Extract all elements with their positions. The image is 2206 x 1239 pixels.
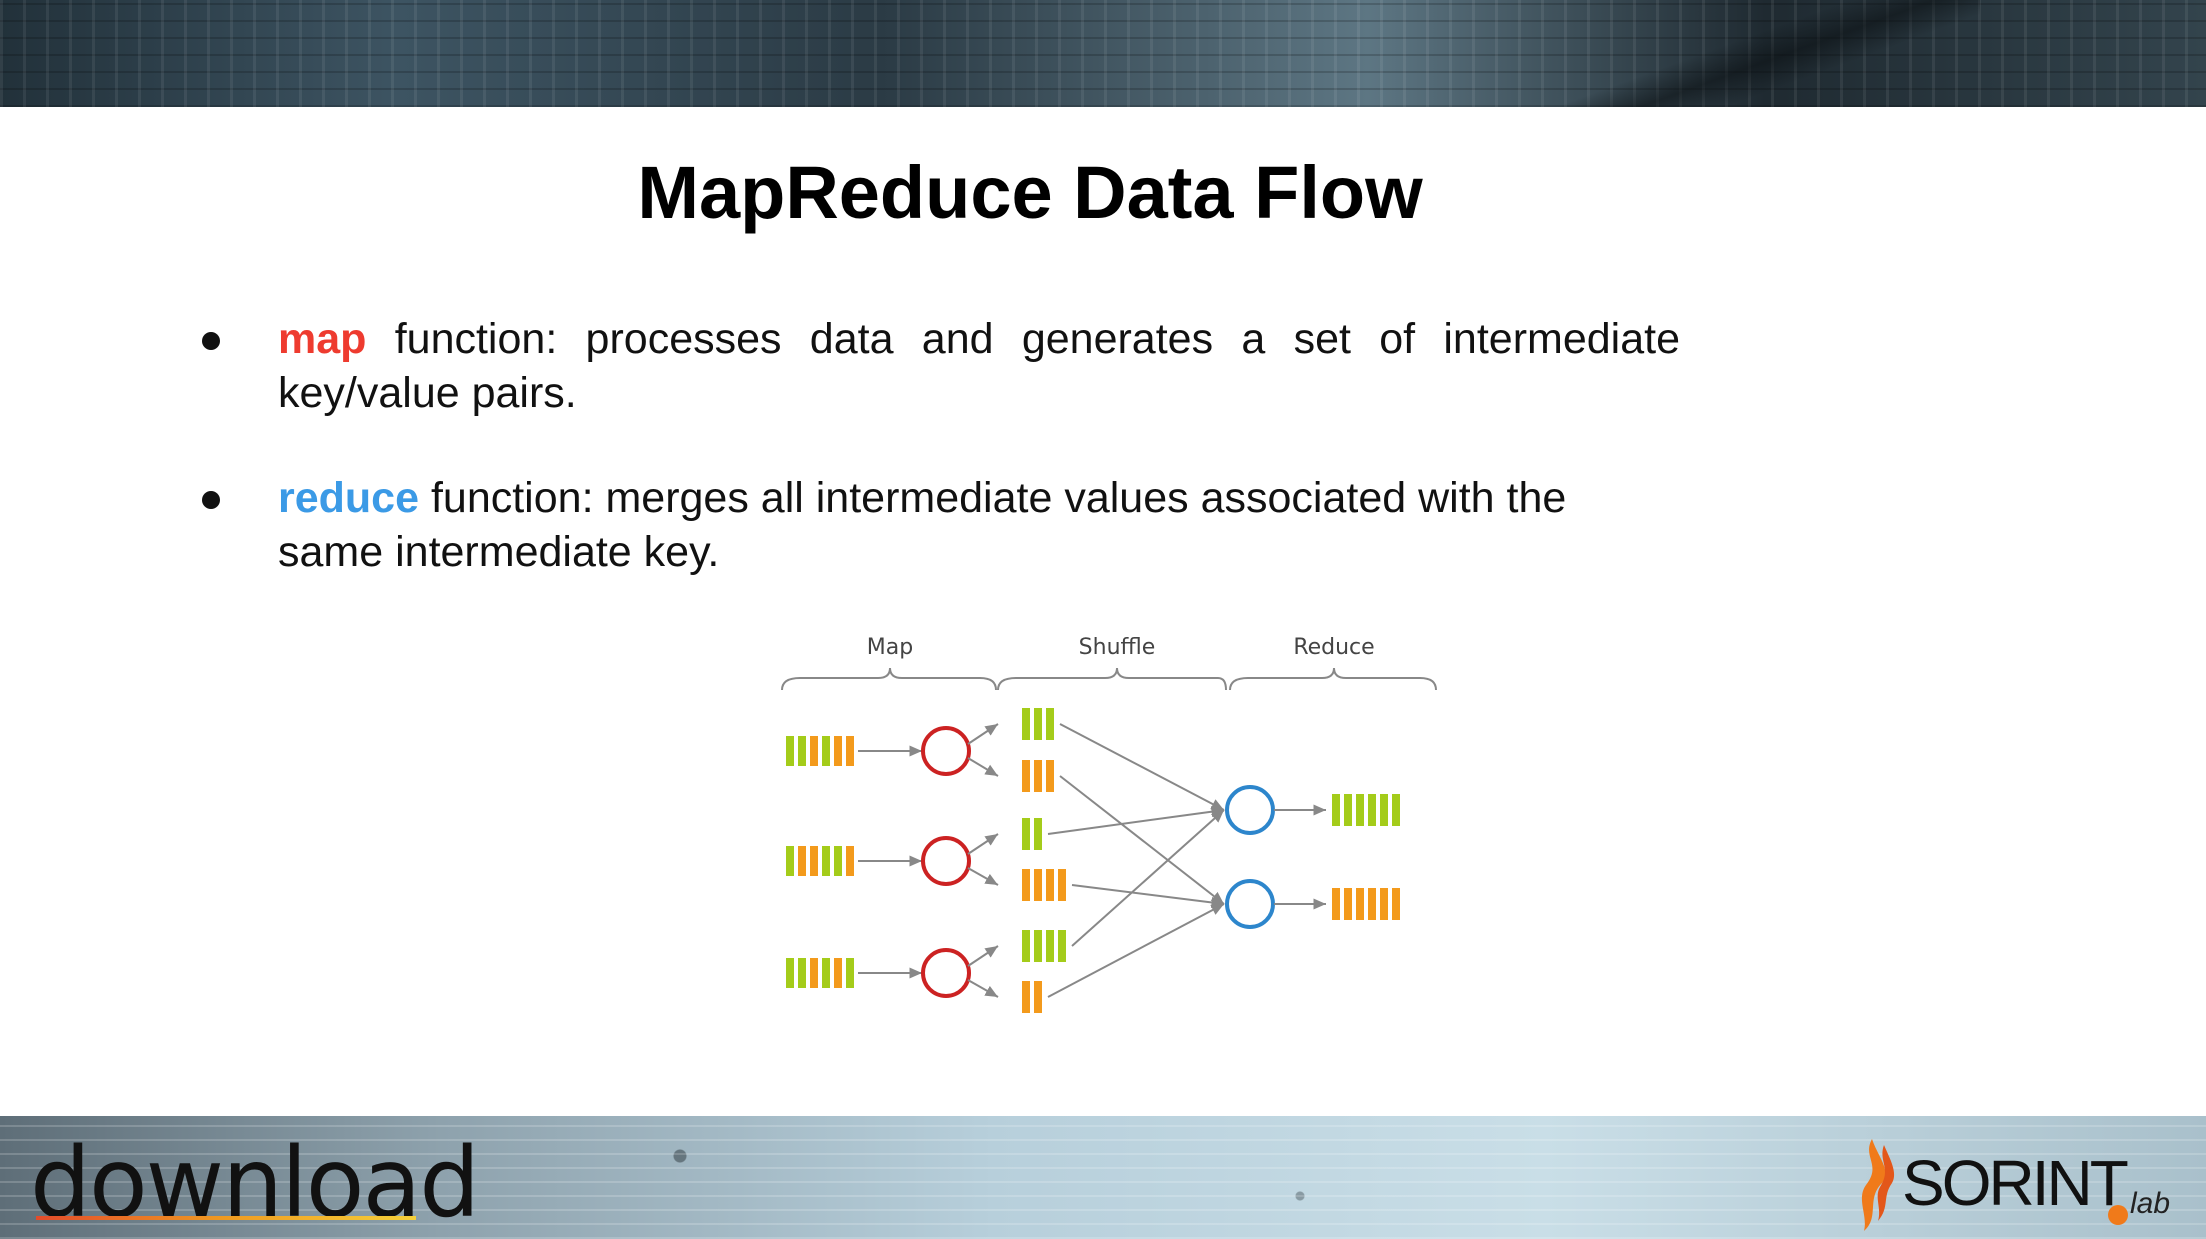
partition-green-1: [1022, 708, 1054, 740]
arrow: [1047, 806, 1225, 835]
arrow: [1059, 723, 1225, 811]
arrow: [967, 723, 999, 745]
arrow: [967, 757, 999, 777]
stage-label-map: Map: [867, 635, 913, 660]
sorint-lab-logo: SORINT lab: [1861, 1139, 2170, 1231]
mapreduce-diagram: Map Shuffle Reduce: [781, 635, 1437, 1013]
arrow: [1071, 809, 1225, 947]
input-block-1: [786, 736, 854, 766]
arrow: [967, 945, 999, 967]
reduce-description: function: merges all intermediate values…: [278, 474, 1567, 576]
brace-shuffle: [997, 667, 1227, 691]
partition-orange-2: [1022, 869, 1066, 901]
download-logo: download: [30, 1127, 480, 1239]
partition-orange-1: [1022, 760, 1054, 792]
bullet-dot: [202, 491, 220, 509]
arrow: [967, 867, 999, 886]
stage-label-reduce: Reduce: [1293, 635, 1374, 660]
arrow: [967, 833, 999, 855]
arrow: [1047, 903, 1225, 998]
stage-label-shuffle: Shuffle: [1079, 635, 1156, 660]
bullet-reduce: reduce function: merges all intermediate…: [202, 471, 1680, 579]
sorint-flame-icon: [1861, 1139, 1886, 1231]
partition-green-2: [1022, 818, 1042, 850]
mapper-node-1: [921, 726, 971, 776]
arrow: [1071, 884, 1225, 908]
arrow: [1059, 775, 1225, 905]
sorint-lab-text: lab: [2130, 1187, 2170, 1220]
map-keyword: map: [278, 315, 367, 363]
reduce-keyword: reduce: [278, 474, 420, 522]
brace-map: [781, 667, 997, 691]
input-block-3: [786, 958, 854, 988]
bullet-dot: [202, 332, 220, 350]
bullet-map: map function: processes data and generat…: [202, 312, 1680, 420]
sorint-dot: [2108, 1205, 2128, 1225]
mapper-node-2: [921, 836, 971, 886]
map-description: function: processes data and generates a…: [278, 315, 1680, 417]
brace-reduce: [1229, 667, 1437, 691]
reducer-node-1: [1225, 785, 1275, 835]
partition-green-3: [1022, 930, 1066, 962]
input-block-2: [786, 846, 854, 876]
reducer-node-2: [1225, 879, 1275, 929]
sorint-wordmark: SORINT: [1902, 1147, 2128, 1219]
output-block-orange: [1332, 888, 1400, 920]
arrow: [967, 979, 999, 998]
download-logo-underline: [36, 1216, 416, 1220]
partition-orange-3: [1022, 981, 1042, 1013]
mapper-node-3: [921, 948, 971, 998]
slide-title: MapReduce Data Flow: [637, 151, 1423, 234]
output-block-green: [1332, 794, 1400, 826]
header-background-band: [0, 0, 2206, 107]
